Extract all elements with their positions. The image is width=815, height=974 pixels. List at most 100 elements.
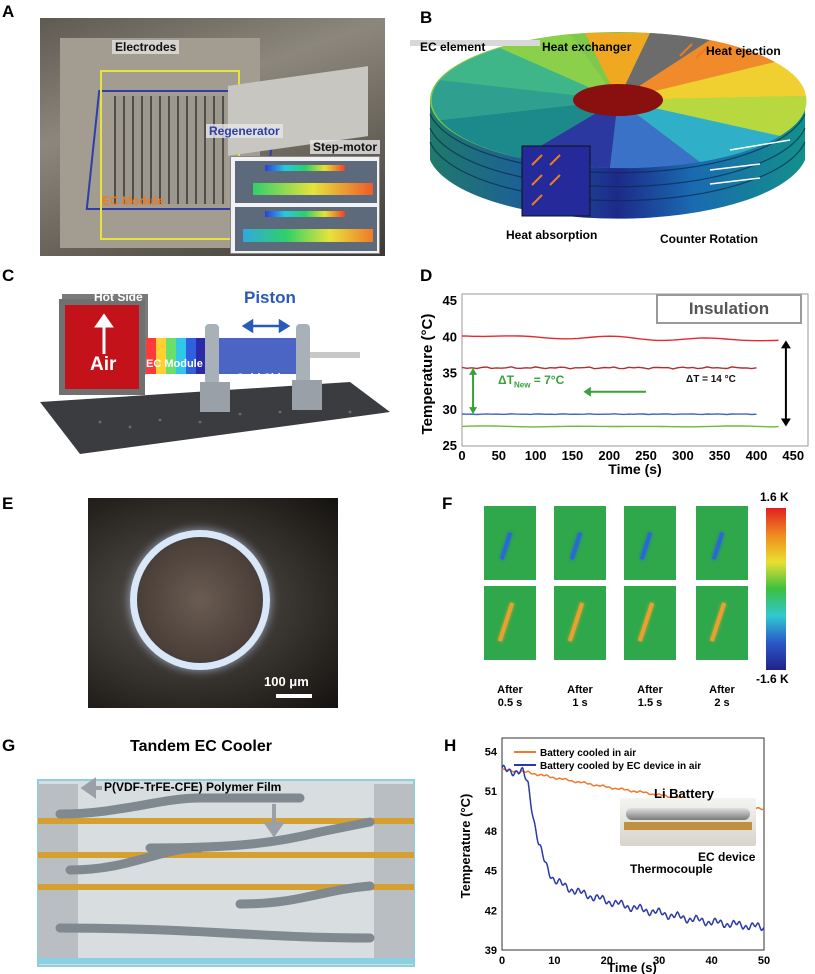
- x-tick-label: 10: [548, 955, 560, 967]
- series-line: [461, 366, 757, 370]
- ring-hole: [573, 84, 663, 116]
- panel-label: F: [442, 494, 453, 513]
- panel-c: C Hot Side Air Piston EC Module Cold Sid…: [0, 262, 410, 480]
- device-photo: Electrodes Regenerator Step-motor EC Mod…: [40, 18, 385, 256]
- thermal-streak: [709, 602, 727, 642]
- colorbar-min: -1.6 K: [756, 672, 789, 686]
- thermal-image: [484, 586, 536, 660]
- regenerator-label: Regenerator: [206, 124, 283, 138]
- series-line: [501, 764, 765, 932]
- thermal-image: [624, 506, 676, 580]
- ec-element-label: EC element: [420, 40, 486, 54]
- y-tick-label: 48: [485, 826, 497, 838]
- caption-line: 1 s: [572, 697, 588, 709]
- thermal-streak: [499, 532, 513, 560]
- series-line: [461, 425, 779, 428]
- panel-e: E 100 μm: [0, 490, 410, 720]
- right-pillar: [374, 784, 414, 964]
- stand-left: [200, 382, 230, 412]
- plates: [38, 818, 414, 964]
- scale-text: 100 μm: [264, 674, 309, 689]
- x-tick-label: 50: [758, 955, 770, 967]
- y-tick-label: 42: [485, 905, 497, 917]
- ec-strip: [624, 822, 752, 830]
- inset-colorbar-2: [265, 211, 345, 217]
- thermal-image: [554, 506, 606, 580]
- heat-absorption-label: Heat absorption: [506, 228, 598, 242]
- dt-new-arrowhead-up: [469, 367, 478, 375]
- dt-new-arrowhead-down: [469, 407, 478, 415]
- dt-new-value: = 7°C: [530, 373, 565, 387]
- absorption-stack: [521, 145, 591, 217]
- inset-bar: [253, 183, 373, 195]
- grid-slots: [114, 96, 226, 204]
- x-tick-label: 250: [635, 448, 657, 463]
- caption-line: After: [497, 684, 523, 696]
- caption-line: 0.5 s: [497, 697, 523, 709]
- panel-a: A Electrodes Regenerator Step-motor EC M…: [0, 0, 400, 260]
- ring-segments: [431, 33, 807, 169]
- battery-photo: [620, 798, 756, 846]
- thermal-streak: [567, 602, 585, 642]
- piston-label: Piston: [244, 288, 296, 307]
- panel-g: G Tandem EC Cooler P(VDF-TrFE-CFE) Polym…: [0, 728, 430, 974]
- ring-diagram: [410, 32, 807, 219]
- ec-module-label: EC Module: [102, 194, 164, 208]
- thermal-streak: [569, 532, 583, 560]
- colorbar-max: 1.6 K: [760, 490, 789, 504]
- film-label: P(VDF-TrFE-CFE) Polymer Film: [104, 780, 282, 794]
- ec-device-label: EC device: [698, 850, 756, 864]
- heat-exchanger-label: Heat exchanger: [542, 40, 632, 54]
- scale-bar: [276, 694, 312, 698]
- x-axis-label: Time (s): [608, 461, 661, 477]
- dt-total-label: ΔT = 14 °C: [686, 374, 736, 385]
- inset-colorbar: [265, 165, 345, 171]
- stand-right: [292, 380, 322, 410]
- legend-label: Battery cooled in air: [540, 748, 636, 759]
- plot-frame: [501, 737, 765, 951]
- x-tick-label: 0: [499, 955, 505, 967]
- cylinder: [210, 338, 310, 374]
- caption-line: 2 s: [714, 697, 730, 709]
- panel-label: E: [2, 494, 14, 513]
- li-battery-label: Li Battery: [654, 786, 714, 801]
- polymer-films: [55, 793, 375, 943]
- heat-ejection-label: Heat ejection: [706, 44, 781, 58]
- ec-module-label: EC Module: [146, 358, 203, 370]
- y-tick-label: 35: [443, 366, 457, 381]
- caption-line: After: [567, 684, 593, 696]
- inset-bottom: [235, 207, 377, 251]
- thermal-image: [484, 506, 536, 580]
- step-motor-label: Step-motor: [310, 140, 380, 154]
- piston-rod: [310, 352, 360, 358]
- y-tick-label: 51: [485, 786, 497, 798]
- pointer-arrowhead: [583, 386, 591, 397]
- y-tick-label: 45: [443, 293, 457, 308]
- panel-label: G: [2, 736, 16, 755]
- air-label: Air: [90, 354, 117, 375]
- hot-side-label: Hot Side: [94, 290, 143, 304]
- insulation-box: Insulation: [656, 294, 802, 324]
- legend-label: Battery cooled by EC device in air: [540, 761, 701, 772]
- y-tick-label: 40: [443, 329, 457, 344]
- thermal-streak: [711, 532, 725, 560]
- thermal-image: [696, 506, 748, 580]
- series-line: [461, 335, 779, 342]
- series-line: [461, 413, 757, 416]
- x-tick-label: 300: [672, 448, 694, 463]
- inset-top: [235, 161, 377, 203]
- thermal-streak: [497, 602, 515, 642]
- x-tick-label: 50: [492, 448, 506, 463]
- x-tick-label: 200: [598, 448, 620, 463]
- cold-side-label: Cold Side: [236, 372, 287, 384]
- y-axis-label: Temperature (°C): [458, 794, 473, 899]
- counter-rotation-label: Counter Rotation: [660, 232, 758, 246]
